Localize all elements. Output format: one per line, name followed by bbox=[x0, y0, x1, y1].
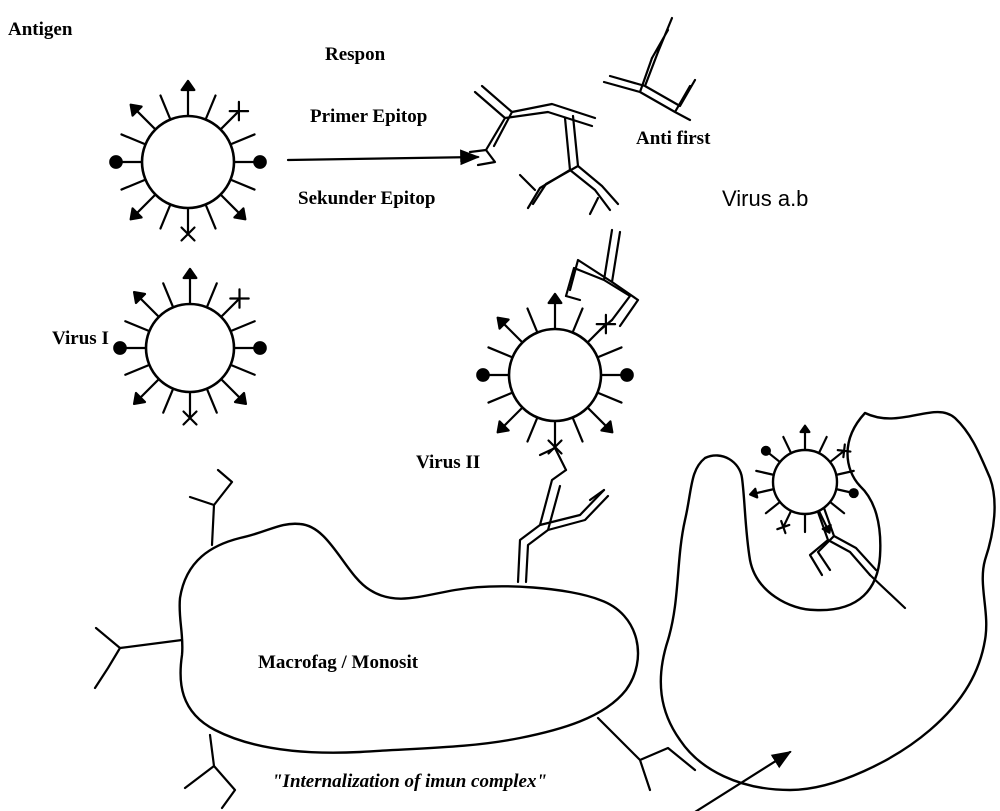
epitope-spike bbox=[221, 111, 239, 129]
epitope-dot bbox=[254, 156, 265, 167]
epitope-spike bbox=[141, 379, 159, 397]
respon-label: Respon bbox=[325, 44, 386, 65]
antigen-label: Antigen bbox=[8, 19, 73, 40]
internalization-label: "Internalization of imun complex" bbox=[272, 771, 547, 792]
epitope-spike bbox=[231, 321, 255, 331]
epitope-spike bbox=[488, 347, 512, 357]
epitope-spike bbox=[230, 134, 254, 144]
epitope-spike bbox=[756, 471, 774, 475]
epitope-spike bbox=[207, 283, 217, 307]
antibody-bound-bottom bbox=[518, 448, 608, 582]
epitope-spike bbox=[125, 321, 149, 331]
epitope-spike bbox=[125, 365, 149, 375]
epitope-spike bbox=[488, 393, 512, 403]
macrofag-cell bbox=[180, 524, 638, 753]
macrofag-label: Macrofag / Monosit bbox=[258, 652, 419, 673]
engulfing-cell bbox=[661, 412, 995, 790]
epitope-spike bbox=[137, 195, 155, 213]
epitope-dot bbox=[110, 156, 121, 167]
epitope-spike bbox=[160, 95, 170, 119]
epitope-spike bbox=[141, 299, 159, 317]
antibody-free-3 bbox=[520, 116, 618, 214]
epitope-spike bbox=[121, 180, 145, 190]
epitope-spike bbox=[783, 437, 791, 453]
antibody-bound-top bbox=[566, 230, 638, 330]
anti-first-label: Anti first bbox=[636, 128, 711, 149]
epitope-dot bbox=[477, 369, 488, 380]
epitope-spike bbox=[160, 204, 170, 228]
epitope-spike bbox=[230, 180, 254, 190]
antibody-free-1 bbox=[604, 18, 695, 120]
epitope-spike bbox=[221, 379, 239, 397]
internalization-arrow bbox=[695, 752, 790, 811]
virus-2-label: Virus II bbox=[416, 452, 480, 473]
epitope-triangle bbox=[801, 426, 810, 432]
epitope-spike bbox=[221, 299, 239, 317]
antigen-virus bbox=[110, 81, 265, 241]
epitope-spike bbox=[573, 308, 583, 332]
sekunder-epitop-label: Sekunder Epitop bbox=[298, 188, 435, 209]
epitope-spike bbox=[597, 347, 621, 357]
epitope-spike bbox=[830, 451, 844, 462]
virus-1-label: Virus I bbox=[52, 328, 109, 349]
epitope-spike bbox=[221, 195, 239, 213]
primer-epitop-label: Primer Epitop bbox=[310, 106, 427, 127]
epitope-spike bbox=[231, 365, 255, 375]
epitope-dot bbox=[114, 342, 125, 353]
epitope-spike bbox=[527, 417, 537, 441]
epitope-spike bbox=[163, 389, 173, 413]
epitope-spike bbox=[597, 393, 621, 403]
epitope-dot bbox=[762, 447, 770, 455]
epitope-spike bbox=[588, 408, 606, 426]
epitope-spike bbox=[504, 408, 522, 426]
epitope-spike bbox=[766, 502, 780, 513]
epitope-cross bbox=[777, 521, 789, 533]
epitope-spike bbox=[163, 283, 173, 307]
epitope-spike bbox=[504, 324, 522, 342]
virus-2 bbox=[477, 294, 632, 454]
epitope-dot bbox=[254, 342, 265, 353]
macrofag-receptors bbox=[95, 470, 695, 808]
epitope-spike bbox=[121, 134, 145, 144]
response-arrow bbox=[288, 157, 478, 160]
internalized-virus bbox=[750, 426, 858, 533]
epitope-spike bbox=[137, 111, 155, 129]
epitope-dot bbox=[621, 369, 632, 380]
epitope-triangle bbox=[750, 489, 757, 498]
epitope-triangle bbox=[182, 81, 195, 90]
epitope-spike bbox=[207, 389, 217, 413]
epitope-spike bbox=[830, 502, 844, 513]
epitope-spike bbox=[527, 308, 537, 332]
epitope-triangle bbox=[549, 294, 562, 303]
epitope-spike bbox=[206, 95, 216, 119]
virus-1 bbox=[114, 269, 265, 425]
virus-ab-label: Virus a.b bbox=[722, 186, 808, 211]
epitope-dot bbox=[850, 489, 858, 497]
epitope-triangle bbox=[184, 269, 197, 278]
epitope-spike bbox=[819, 437, 827, 453]
epitope-spike bbox=[756, 489, 774, 493]
epitope-spike bbox=[206, 204, 216, 228]
epitope-spike bbox=[573, 417, 583, 441]
